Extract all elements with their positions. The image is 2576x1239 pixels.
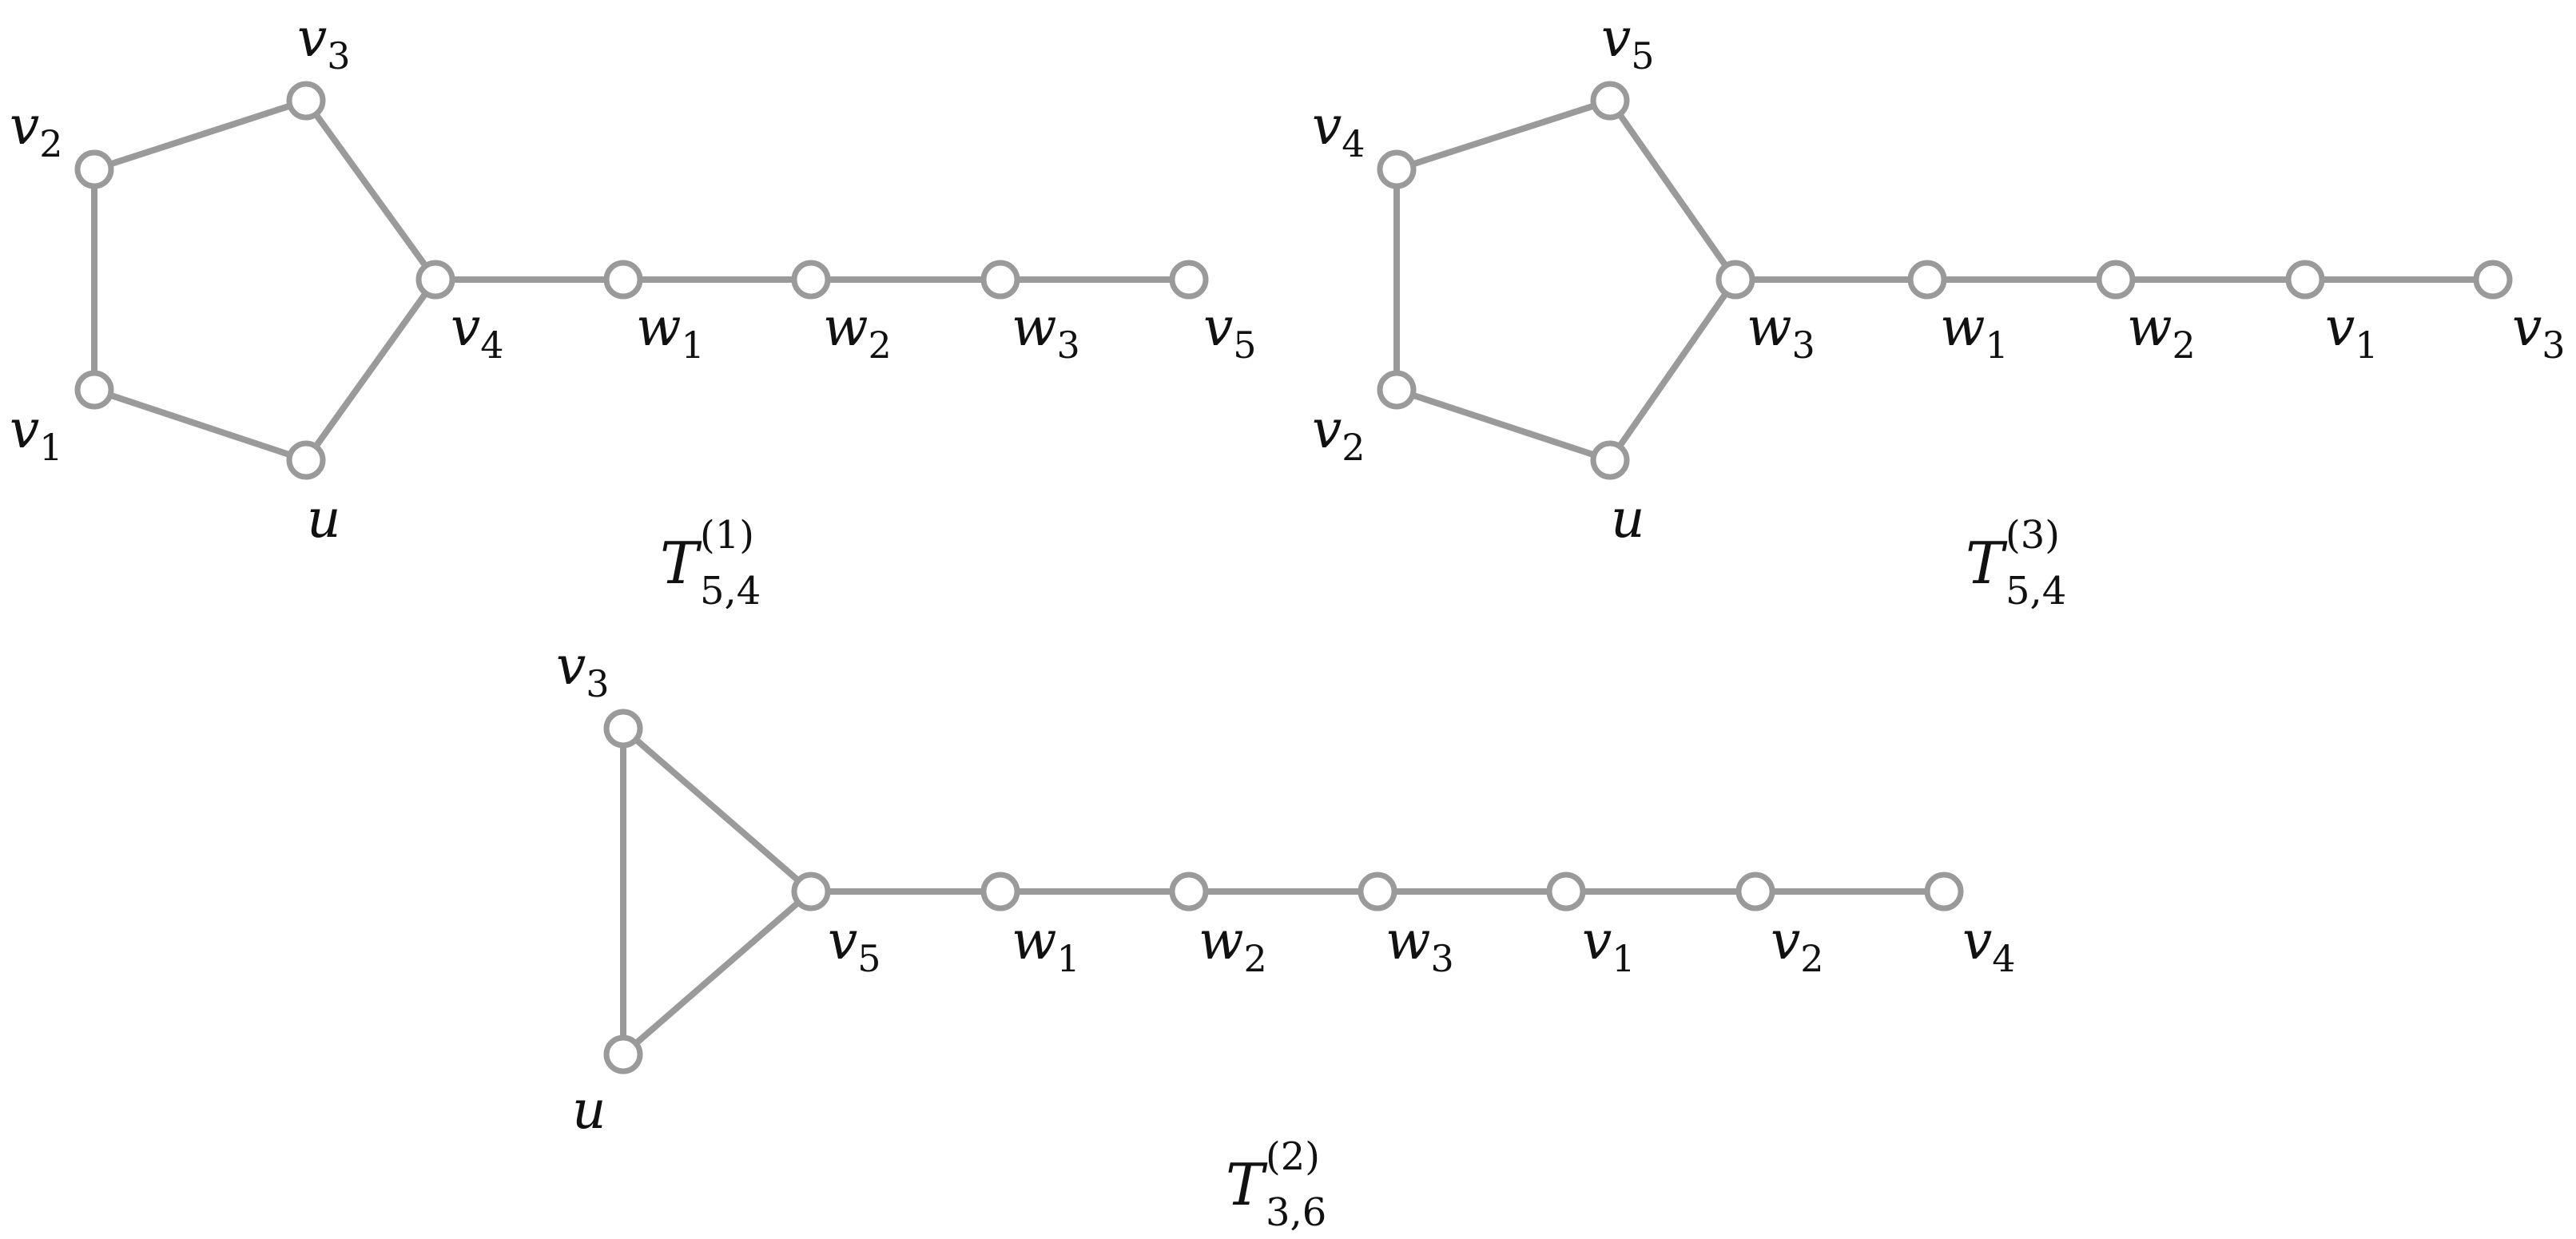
vertex-label-u: u (572, 1079, 606, 1141)
vertex-label-v2: v2 (1312, 399, 1366, 469)
vertex-label-v2: v2 (10, 95, 63, 165)
edge-v1-u (91, 387, 309, 463)
vertex-w2 (2096, 260, 2136, 300)
graph-title-subscript: 3,6 (1266, 1190, 1326, 1235)
graph-title-superscript: (2) (1266, 1134, 1320, 1179)
vertex-v5 (1169, 260, 1209, 300)
vertex-v1 (1546, 872, 1586, 911)
graph-t54-1: v3 v2 v4 v1 u w1 w2 w3 v5T(1) 5,4 (10, 7, 1257, 614)
vertex-v2 (1377, 370, 1417, 410)
graph-title-subscript: 5,4 (2006, 569, 2066, 614)
vertex-label-v5: v5 (1601, 7, 1655, 77)
vertex-label-v4: v4 (1312, 95, 1366, 165)
edge-v3-v4 (303, 97, 439, 283)
vertex-label-v5: v5 (1203, 296, 1257, 367)
vertex-w2 (1169, 872, 1209, 911)
vertex-v1 (2285, 260, 2325, 300)
vertex-label-w1: w1 (636, 296, 705, 367)
vertex-v4 (1924, 872, 1964, 911)
graph-title: T(3) 5,4 (1966, 513, 2066, 614)
edge-u-v4 (303, 276, 439, 463)
vertex-v4 (1377, 149, 1417, 189)
vertex-label-w1: w1 (1012, 910, 1080, 980)
vertex-label-v3: v3 (2512, 296, 2566, 367)
vertex-u (1590, 440, 1630, 480)
vertex-label-v4: v4 (1962, 910, 2016, 980)
vertex-label-u: u (307, 488, 341, 550)
vertex-label-u: u (1611, 488, 1645, 550)
graph-title-subscript: 5,4 (700, 569, 761, 614)
vertex-v2 (74, 149, 114, 189)
graph-title-base: T (1226, 1151, 1268, 1218)
vertex-u (286, 440, 326, 480)
vertex-label-v4: v4 (451, 296, 504, 367)
vertex-w3 (1358, 872, 1397, 911)
edge-v2-u (1393, 387, 1613, 463)
vertex-label-w3: w3 (1747, 296, 1815, 367)
graph-t36-2: v3 v5 u w1 w2 w3 v1 v2 v4T(2) 3,6 (556, 635, 2016, 1235)
vertex-label-v5: v5 (828, 910, 881, 980)
vertex-label-w2: w2 (2127, 296, 2196, 367)
vertex-label-v1: v1 (1582, 910, 1636, 980)
graph-title-superscript: (1) (700, 513, 754, 558)
vertex-v3 (603, 709, 643, 749)
edge-v4-v5 (1393, 97, 1613, 173)
vertex-label-w3: w3 (1012, 296, 1080, 367)
vertex-label-w3: w3 (1385, 910, 1454, 980)
graph-t54-3: v5 v4 w3 v2 u w1 w2 v1 v3T(3) 5,4 (1312, 7, 2566, 614)
vertex-v5 (1590, 81, 1630, 121)
vertex-u (603, 1034, 643, 1074)
vertex-label-w2: w2 (1199, 910, 1267, 980)
edge-v3-v5 (620, 725, 814, 895)
vertex-w2 (791, 260, 831, 300)
vertex-label-w2: w2 (823, 296, 892, 367)
vertex-v3 (2473, 260, 2513, 300)
edge-u-w3 (1607, 276, 1739, 463)
graph-title-base: T (660, 530, 702, 597)
graph-title-superscript: (3) (2006, 513, 2060, 558)
vertex-w3 (1715, 260, 1755, 300)
vertex-w1 (980, 872, 1020, 911)
edge-u-v5 (620, 888, 814, 1058)
vertex-v5 (791, 872, 831, 911)
graph-title: T(2) 3,6 (1226, 1134, 1326, 1235)
vertex-label-v1: v1 (2325, 296, 2379, 367)
vertex-label-v3: v3 (556, 635, 610, 705)
graph-title: T(1) 5,4 (660, 513, 761, 614)
edge-v5-w3 (1607, 97, 1739, 283)
vertex-label-v1: v1 (10, 399, 63, 469)
vertex-label-w1: w1 (1940, 296, 2009, 367)
graph-title-base: T (1966, 530, 2008, 597)
vertex-w1 (1907, 260, 1947, 300)
vertex-v4 (415, 260, 455, 300)
vertex-v3 (286, 81, 326, 121)
vertex-v1 (74, 370, 114, 410)
vertex-label-v2: v2 (1771, 910, 1824, 980)
vertex-w1 (603, 260, 643, 300)
vertex-w3 (980, 260, 1020, 300)
edge-v2-v3 (91, 97, 309, 173)
vertex-v2 (1735, 872, 1775, 911)
vertex-label-v3: v3 (297, 7, 351, 77)
